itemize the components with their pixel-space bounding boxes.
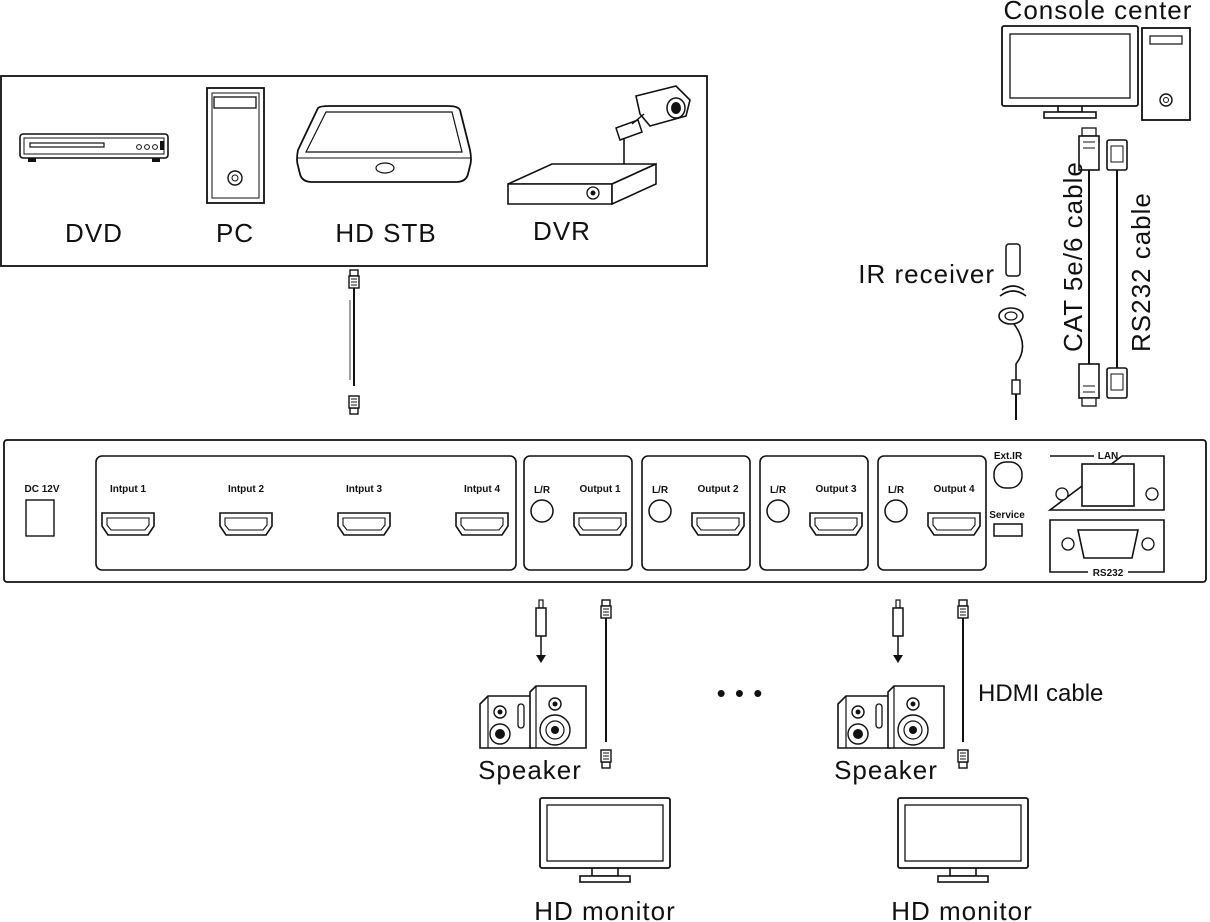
ir-receiver-label: IR receiver (858, 259, 995, 289)
pc-label: PC (216, 218, 254, 248)
lan-block: LAN (1047, 451, 1165, 511)
speaker-right-label: Speaker (834, 755, 938, 785)
service-label: Service (989, 510, 1025, 521)
input-2-port[interactable] (219, 512, 273, 536)
cat-cable-label: CAT 5e/6 cable (1058, 161, 1088, 352)
audio-jack-3[interactable] (766, 499, 790, 523)
audio-4-label: L/R (888, 485, 905, 496)
speaker-left-label: Speaker (478, 755, 582, 785)
output-3-label: Output 3 (815, 484, 857, 495)
input-3-port[interactable] (337, 512, 391, 536)
ir-receiver: IR receiver (858, 243, 1027, 420)
source-devices: DVD PC HD STB (0, 75, 708, 267)
dvd-player-icon (19, 133, 169, 162)
console-label: Console center (1004, 0, 1193, 25)
rca-cable-left (535, 599, 547, 664)
output-1-port[interactable] (573, 512, 627, 536)
audio-jack-2[interactable] (648, 499, 672, 523)
dvr-label: DVR (533, 216, 591, 246)
rs232-block: RS232 (1049, 519, 1165, 579)
output-2-port[interactable] (691, 512, 745, 536)
ext-ir-label: Ext.IR (994, 451, 1023, 462)
output-1-label: Output 1 (579, 484, 621, 495)
output-4-label: Output 4 (933, 484, 975, 495)
audio-jack-4[interactable] (884, 499, 908, 523)
hd-monitor-left-icon (539, 797, 671, 883)
source-hdmi-cable (348, 269, 360, 415)
output-4-port[interactable] (927, 512, 981, 536)
console-center: Console center (1001, 0, 1193, 121)
dc-jack[interactable] (25, 499, 55, 537)
output-chain-right: Speaker HDMI cable HD monitor (834, 599, 1103, 922)
cat-cable (1078, 127, 1100, 407)
input-4-port[interactable] (455, 512, 509, 536)
input-1-label: Intput 1 (110, 484, 147, 495)
ir-remote-icon (1005, 243, 1021, 277)
audio-1-label: L/R (534, 485, 551, 496)
dc-label: DC 12V (24, 484, 59, 495)
hd-monitor-left-label: HD monitor (534, 896, 675, 922)
hd-monitor-right-label: HD monitor (891, 896, 1032, 922)
output-3-port[interactable] (809, 512, 863, 536)
hdmi-cable-right (957, 599, 969, 769)
audio-3-label: L/R (770, 485, 787, 496)
input-4-label: Intput 4 (464, 484, 501, 495)
console-tower-icon (1141, 27, 1191, 121)
dvd-label: DVD (65, 218, 123, 248)
output-chain-left: Speaker HD monitor (478, 599, 675, 922)
matrix-rear-panel: DC 12V Intput 1 Intput 2 Intput 3 Intput… (3, 439, 1207, 583)
rs232-port[interactable] (1077, 529, 1139, 559)
speaker-right-icon (837, 685, 945, 749)
dvr-camera-icon (507, 85, 691, 206)
input-3-label: Intput 3 (346, 484, 383, 495)
ellipsis: • • • (717, 678, 764, 708)
hd-monitor-right-icon (897, 797, 1029, 883)
input-1-port[interactable] (101, 512, 155, 536)
rs232-label: RS232 (1093, 568, 1124, 579)
service-port[interactable] (993, 523, 1023, 537)
ext-ir-jack[interactable] (993, 461, 1023, 489)
stb-label: HD STB (335, 218, 436, 248)
lan-label: LAN (1098, 451, 1119, 462)
hdmi-cable-label: HDMI cable (978, 680, 1103, 707)
lan-port[interactable] (1081, 463, 1135, 507)
speaker-left-icon (479, 685, 587, 749)
rs232-cable-label: RS232 cable (1126, 192, 1156, 352)
output-2-label: Output 2 (697, 484, 739, 495)
audio-jack-1[interactable] (530, 499, 554, 523)
input-2-label: Intput 2 (228, 484, 265, 495)
rs232-cable (1106, 139, 1128, 399)
audio-2-label: L/R (652, 485, 669, 496)
console-monitor-icon (1001, 25, 1139, 119)
hdmi-cable-left (600, 599, 612, 769)
pc-tower-icon (206, 87, 265, 204)
rca-cable-right (892, 599, 904, 664)
set-top-box-icon (296, 105, 472, 183)
input-group (95, 455, 517, 571)
